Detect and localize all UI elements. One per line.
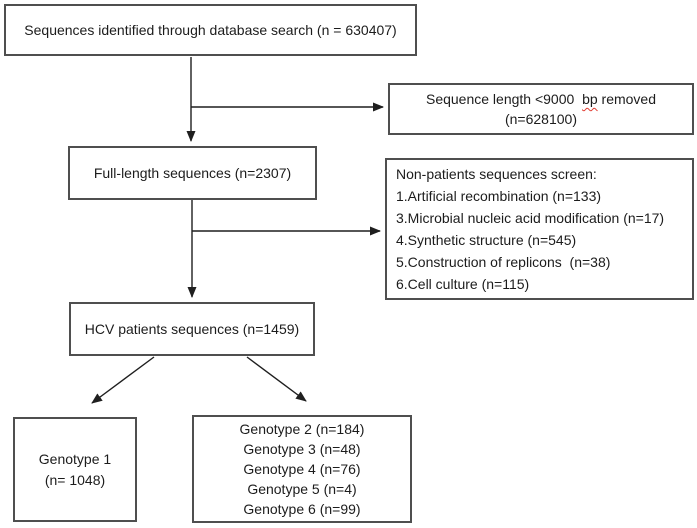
removed-line1: Sequence length <9000 bp removed [426, 89, 656, 109]
removed-line1-post: removed [597, 91, 656, 107]
box-non-patients-screen: Non-patients sequences screen: 1.Artific… [385, 158, 694, 300]
screen-item: 6.Cell culture (n=115) [396, 276, 530, 292]
removed-line1-flagged-word: bp [582, 91, 598, 107]
full-length-text: Full-length sequences (n=2307) [93, 164, 292, 181]
genotype-row: Genotype 4 (n=76) [243, 461, 361, 477]
removed-line1-pre: Sequence length <9000 [425, 91, 583, 107]
box-full-length-sequences: Full-length sequences (n=2307) [68, 146, 317, 200]
arrow-patients-to-genotypes [246, 356, 307, 402]
genotype-row: Genotype 2 (n=184) [239, 421, 365, 437]
screen-item: 5.Construction of replicons (n=38) [396, 254, 611, 270]
box-genotypes-2-6: Genotype 2 (n=184) Genotype 3 (n=48) Gen… [192, 415, 412, 523]
box-sequences-identified: Sequences identified through database se… [4, 4, 417, 56]
box-sequence-length-removed: Sequence length <9000 bp removed (n=6281… [388, 83, 694, 135]
patients-text: HCV patients sequences (n=1459) [84, 320, 300, 337]
arrow-patients-to-genotype1 [91, 356, 155, 404]
screen-title: Non-patients sequences screen: [396, 166, 597, 182]
genotype1-line1: Genotype 1 [38, 450, 112, 467]
screen-item: 4.Synthetic structure (n=545) [396, 232, 577, 248]
genotype1-line2: (n= 1048) [44, 471, 106, 488]
box-genotype-1: Genotype 1 (n= 1048) [13, 417, 137, 522]
genotype-row: Genotype 3 (n=48) [243, 441, 361, 457]
genotype-row: Genotype 5 (n=4) [247, 481, 357, 497]
box-hcv-patients-sequences: HCV patients sequences (n=1459) [69, 302, 315, 356]
identified-text: Sequences identified through database se… [24, 21, 397, 38]
screen-item: 1.Artificial recombination (n=133) [396, 188, 602, 204]
removed-line2: (n=628100) [504, 111, 577, 127]
screen-item: 3.Microbial nucleic acid modification (n… [396, 210, 665, 226]
genotype-row: Genotype 6 (n=99) [243, 501, 361, 517]
